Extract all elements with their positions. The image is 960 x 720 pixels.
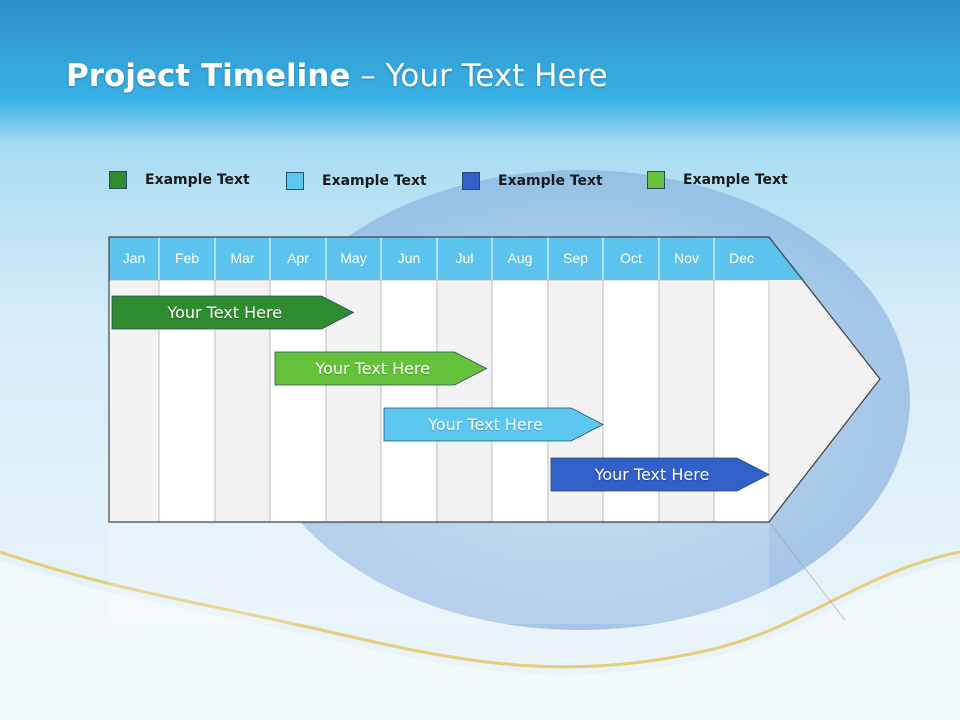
month-column <box>491 279 549 523</box>
month-column <box>436 279 493 523</box>
timeline-outline <box>108 236 881 523</box>
month-label: Sep <box>563 250 588 266</box>
task-label: Your Text Here <box>315 359 431 378</box>
legend-swatch <box>647 171 665 189</box>
legend-label: Example Text <box>322 173 427 189</box>
month-label: Jul <box>455 250 474 266</box>
task-bar <box>383 407 604 442</box>
month-header-row <box>109 237 805 280</box>
page-title: Project Timeline – Your Text Here <box>66 58 608 94</box>
month-label: Feb <box>174 250 200 266</box>
month-label: Aug <box>507 250 533 266</box>
legend-swatch <box>109 171 127 189</box>
timeline-reflection <box>109 524 769 624</box>
month-label: Dec <box>729 250 754 266</box>
task-bar <box>274 351 488 386</box>
month-label: Oct <box>620 250 642 266</box>
legend-swatch <box>462 172 480 190</box>
month-label: Nov <box>674 250 699 266</box>
month-label: Mar <box>230 250 255 266</box>
legend-label: Example Text <box>145 172 250 188</box>
reflection-edge <box>768 521 846 621</box>
legend-swatch <box>286 172 304 190</box>
month-column <box>380 279 438 523</box>
legend-label: Example Text <box>683 172 788 188</box>
task-label: Your Text Here <box>428 415 543 434</box>
month-label: Jun <box>397 250 421 266</box>
legend-label: Example Text <box>498 173 603 189</box>
task-bar <box>550 457 770 492</box>
month-label: Jan <box>122 250 146 266</box>
task-label: Your Text Here <box>594 465 710 484</box>
month-label: May <box>340 250 367 266</box>
month-label: Apr <box>287 250 309 266</box>
task-label: Your Text Here <box>167 303 283 322</box>
task-bar <box>111 295 355 330</box>
